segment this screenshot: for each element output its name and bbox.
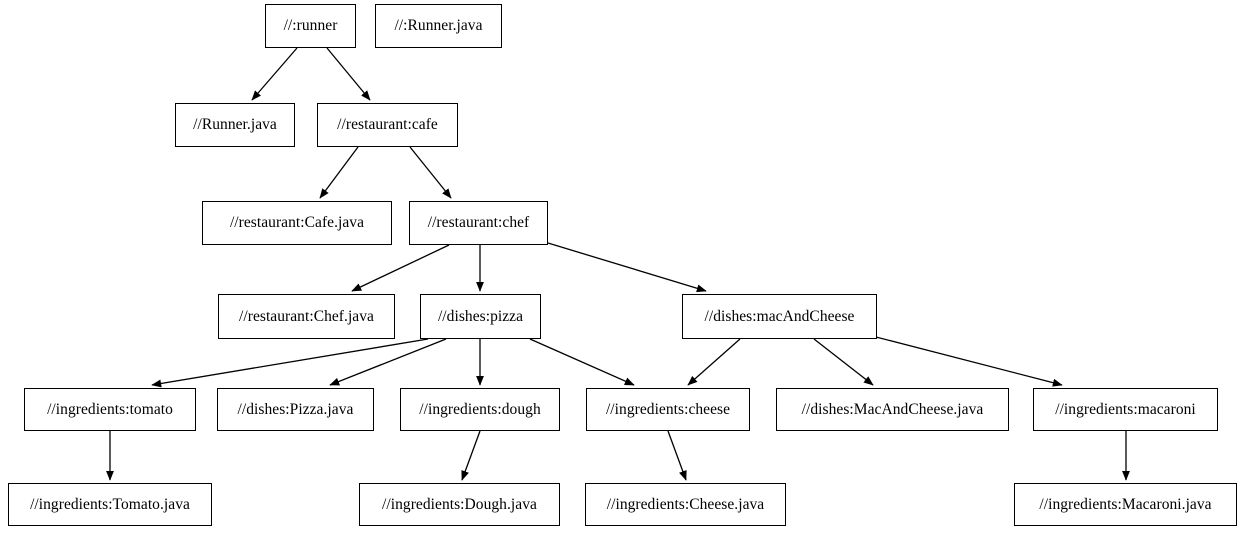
graph-node-label: //ingredients:Cheese.java — [606, 495, 765, 513]
graph-node-macaroni_java[interactable]: //ingredients:Macaroni.java — [1014, 483, 1237, 526]
graph-node-runner_java_root[interactable]: //:Runner.java — [375, 4, 502, 48]
graph-node-dishes_pizza_java[interactable]: //dishes:Pizza.java — [217, 388, 374, 431]
graph-node-label: //restaurant:Chef.java — [239, 307, 374, 325]
graph-node-restaurant_cafe[interactable]: //restaurant:cafe — [317, 103, 458, 147]
graph-node-label: //:Runner.java — [394, 17, 483, 35]
graph-node-label: //ingredients:cheese — [605, 400, 731, 418]
graph-node-dishes_mac_java[interactable]: //dishes:MacAndCheese.java — [776, 388, 1009, 431]
graph-edge-runner-to-restaurant_cafe — [326, 47, 371, 101]
graph-edge-dishes_pizza-to-ingredients_cheese — [529, 338, 635, 386]
graph-edge-restaurant_chef-to-restaurant_chef_java — [351, 244, 450, 292]
graph-node-label: //restaurant:chef — [427, 214, 530, 232]
graph-node-label: //ingredients:Dough.java — [382, 495, 537, 513]
graph-node-label: //dishes:Pizza.java — [237, 400, 354, 418]
graph-edge-ingredients_dough-to-dough_java — [461, 430, 481, 481]
graph-node-runner_java[interactable]: //Runner.java — [175, 103, 295, 147]
graph-node-label: //Runner.java — [193, 116, 277, 134]
graph-node-label: //ingredients:Tomato.java — [30, 495, 190, 513]
graph-node-restaurant_chef_java[interactable]: //restaurant:Chef.java — [218, 294, 395, 339]
graph-node-tomato_java[interactable]: //ingredients:Tomato.java — [8, 483, 212, 526]
graph-node-ingredients_cheese[interactable]: //ingredients:cheese — [586, 388, 750, 431]
graph-node-label: //ingredients:tomato — [47, 400, 173, 418]
graph-node-label: //restaurant:Cafe.java — [229, 214, 365, 232]
graph-node-label: //:runner — [283, 17, 338, 35]
graph-node-label: //ingredients:Macaroni.java — [1039, 495, 1212, 513]
graph-node-dough_java[interactable]: //ingredients:Dough.java — [359, 483, 560, 526]
graph-node-ingredients_macaroni[interactable]: //ingredients:macaroni — [1033, 388, 1218, 431]
graph-edge-dishes_pizza-to-dishes_pizza_java — [329, 338, 447, 386]
graph-node-dishes_pizza[interactable]: //dishes:pizza — [420, 294, 541, 339]
graph-node-label: //dishes:MacAndCheese.java — [801, 400, 984, 418]
graph-edge-runner-to-runner_java — [251, 47, 298, 101]
graph-edge-ingredients_cheese-to-cheese_java — [667, 430, 687, 481]
graph-node-label: //ingredients:macaroni — [1055, 400, 1196, 418]
graph-node-ingredients_tomato[interactable]: //ingredients:tomato — [24, 388, 196, 431]
graph-edge-restaurant_chef-to-dishes_macandcheese — [547, 242, 707, 293]
graph-node-dishes_macandcheese[interactable]: //dishes:macAndCheese — [682, 294, 877, 339]
graph-node-label: //ingredients:dough — [419, 400, 541, 418]
graph-node-restaurant_chef[interactable]: //restaurant:chef — [409, 201, 548, 245]
graph-edge-dishes_macandcheese-to-ingredients_macaroni — [875, 336, 1063, 387]
graph-node-cheese_java[interactable]: //ingredients:Cheese.java — [585, 483, 786, 526]
graph-edge-dishes_macandcheese-to-dishes_mac_java — [813, 338, 874, 386]
graph-edge-restaurant_cafe-to-restaurant_chef — [409, 146, 452, 199]
graph-edge-dishes_macandcheese-to-ingredients_cheese — [687, 338, 741, 386]
graph-edge-restaurant_cafe-to-restaurant_cafe_java — [319, 146, 359, 199]
graph-node-label: //restaurant:cafe — [337, 116, 438, 134]
graph-node-runner[interactable]: //:runner — [265, 4, 356, 48]
graph-node-label: //dishes:pizza — [437, 307, 524, 325]
graph-node-label: //dishes:macAndCheese — [704, 307, 855, 325]
graph-node-restaurant_cafe_java[interactable]: //restaurant:Cafe.java — [202, 201, 392, 245]
graph-node-ingredients_dough[interactable]: //ingredients:dough — [400, 388, 560, 431]
graph-edge-dishes_pizza-to-ingredients_tomato — [151, 338, 429, 388]
